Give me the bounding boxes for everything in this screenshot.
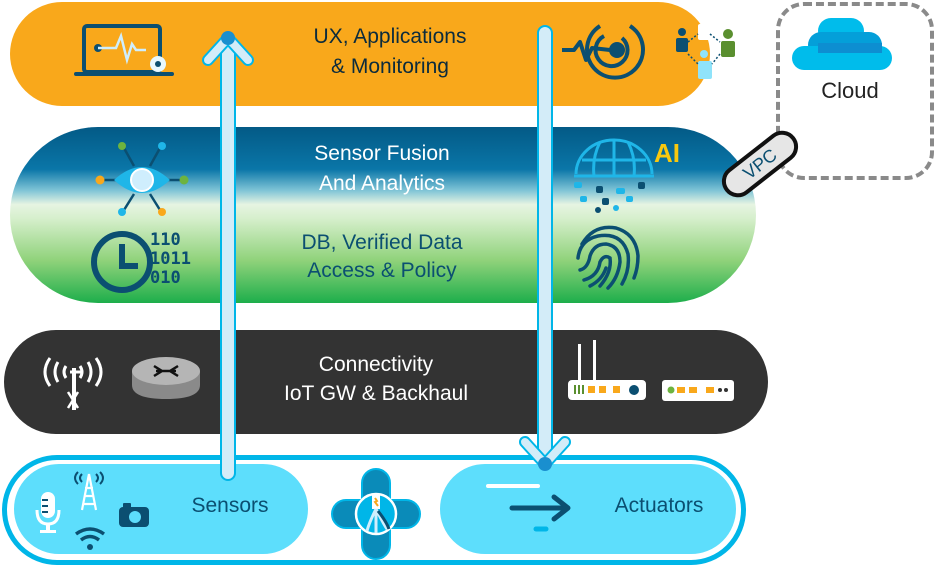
wifi-icon bbox=[74, 527, 106, 550]
binary-line-1: 110 bbox=[150, 230, 181, 250]
globe-data-icon bbox=[574, 138, 654, 213]
binary-line-3: 010 bbox=[150, 268, 181, 288]
ai-label: AI bbox=[654, 138, 680, 168]
cell-tower-icon bbox=[43, 357, 103, 410]
connectivity-title-line1: Connectivity bbox=[318, 353, 434, 376]
sensors-label: Sensors bbox=[191, 494, 269, 517]
analytics-title-line2: And Analytics bbox=[318, 172, 446, 195]
binary-text: 110 1011 010 bbox=[150, 231, 191, 288]
actuators-pill bbox=[438, 462, 738, 556]
analytics-title-line1: Sensor Fusion bbox=[314, 142, 450, 165]
up-flow-arrow[interactable] bbox=[200, 24, 256, 481]
switch-icon bbox=[662, 380, 734, 401]
camera-icon bbox=[119, 503, 149, 527]
people-network-icon bbox=[676, 14, 735, 79]
fingerprint-icon bbox=[576, 225, 640, 290]
cloud-region bbox=[776, 2, 934, 180]
actuator-arrow-icon bbox=[486, 484, 571, 532]
clock-binary-icon bbox=[91, 231, 153, 293]
router-icon bbox=[132, 357, 200, 399]
laptop-monitoring-icon bbox=[74, 24, 174, 76]
sensors-pill bbox=[12, 462, 310, 556]
eye-network-icon bbox=[95, 142, 189, 216]
down-flow-arrow[interactable] bbox=[517, 25, 573, 474]
actuators-label: Actuators bbox=[614, 494, 704, 517]
wireless-router-icon bbox=[568, 340, 646, 400]
data-title-line1: DB, Verified Data bbox=[301, 231, 463, 254]
antenna-icon bbox=[74, 471, 104, 511]
drone-cross-icon bbox=[331, 468, 421, 560]
apps-title-line2: & Monitoring bbox=[331, 55, 449, 78]
cloud-icon bbox=[792, 18, 892, 70]
apps-title-line1: UX, Applications bbox=[313, 25, 467, 48]
connectivity-title-line2: IoT GW & Backhaul bbox=[283, 382, 469, 405]
data-title-line2: Access & Policy bbox=[307, 259, 457, 282]
cloud-label: Cloud bbox=[821, 78, 879, 103]
binary-line-2: 1011 bbox=[150, 249, 191, 269]
target-pulse-icon bbox=[562, 24, 645, 80]
microphone-icon bbox=[35, 492, 61, 533]
